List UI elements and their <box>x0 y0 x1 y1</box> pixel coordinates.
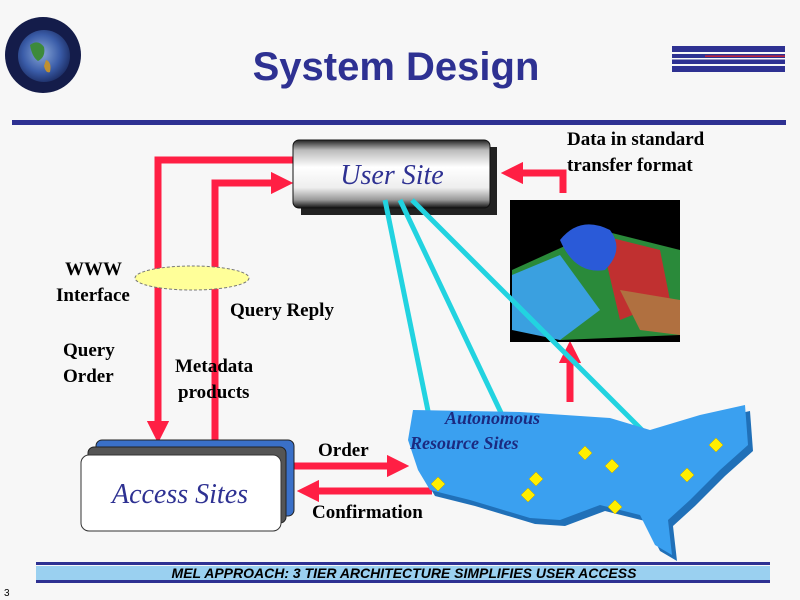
data-transfer-arrow <box>500 161 567 193</box>
query-reply-label: Query Reply <box>230 300 334 321</box>
dmso-logo <box>672 46 785 72</box>
us-map <box>408 405 753 561</box>
order-label-left: Order <box>63 366 114 387</box>
header-divider <box>12 120 786 125</box>
footer-banner: MEL APPROACH: 3 TIER ARCHITECTURE SIMPLI… <box>36 562 770 583</box>
data-format-label-2: transfer format <box>567 155 693 176</box>
simulation-visualization-image <box>510 200 680 342</box>
products-label: products <box>178 382 249 403</box>
user-site-label: User Site <box>340 160 443 191</box>
query-reply-arrow <box>211 171 294 462</box>
order-label: Order <box>318 440 369 461</box>
metadata-label: Metadata <box>175 356 254 377</box>
confirmation-label: Confirmation <box>312 502 423 523</box>
autonomous-label: Autonomous <box>444 408 540 428</box>
integrated-natural-environment-seal <box>5 17 81 93</box>
page-number: 3 <box>4 588 10 599</box>
www-label: WWW <box>65 259 122 280</box>
access-sites-box: Access Sites <box>80 439 295 532</box>
footer-text: MEL APPROACH: 3 TIER ARCHITECTURE SIMPLI… <box>172 565 638 581</box>
user-site-box: User Site <box>292 139 497 215</box>
query-order-arrow <box>146 156 295 444</box>
data-format-label-1: Data in standard <box>567 129 705 150</box>
data-flow-arrows <box>146 156 582 503</box>
resource-site-markers <box>430 437 724 515</box>
resource-sites-label: Resource Sites <box>409 433 519 453</box>
query-label: Query <box>63 340 115 361</box>
www-interface-ellipse <box>134 265 250 291</box>
interface-label: Interface <box>56 285 130 306</box>
slide-title: System Design <box>253 45 540 89</box>
access-sites-label: Access Sites <box>110 479 248 510</box>
